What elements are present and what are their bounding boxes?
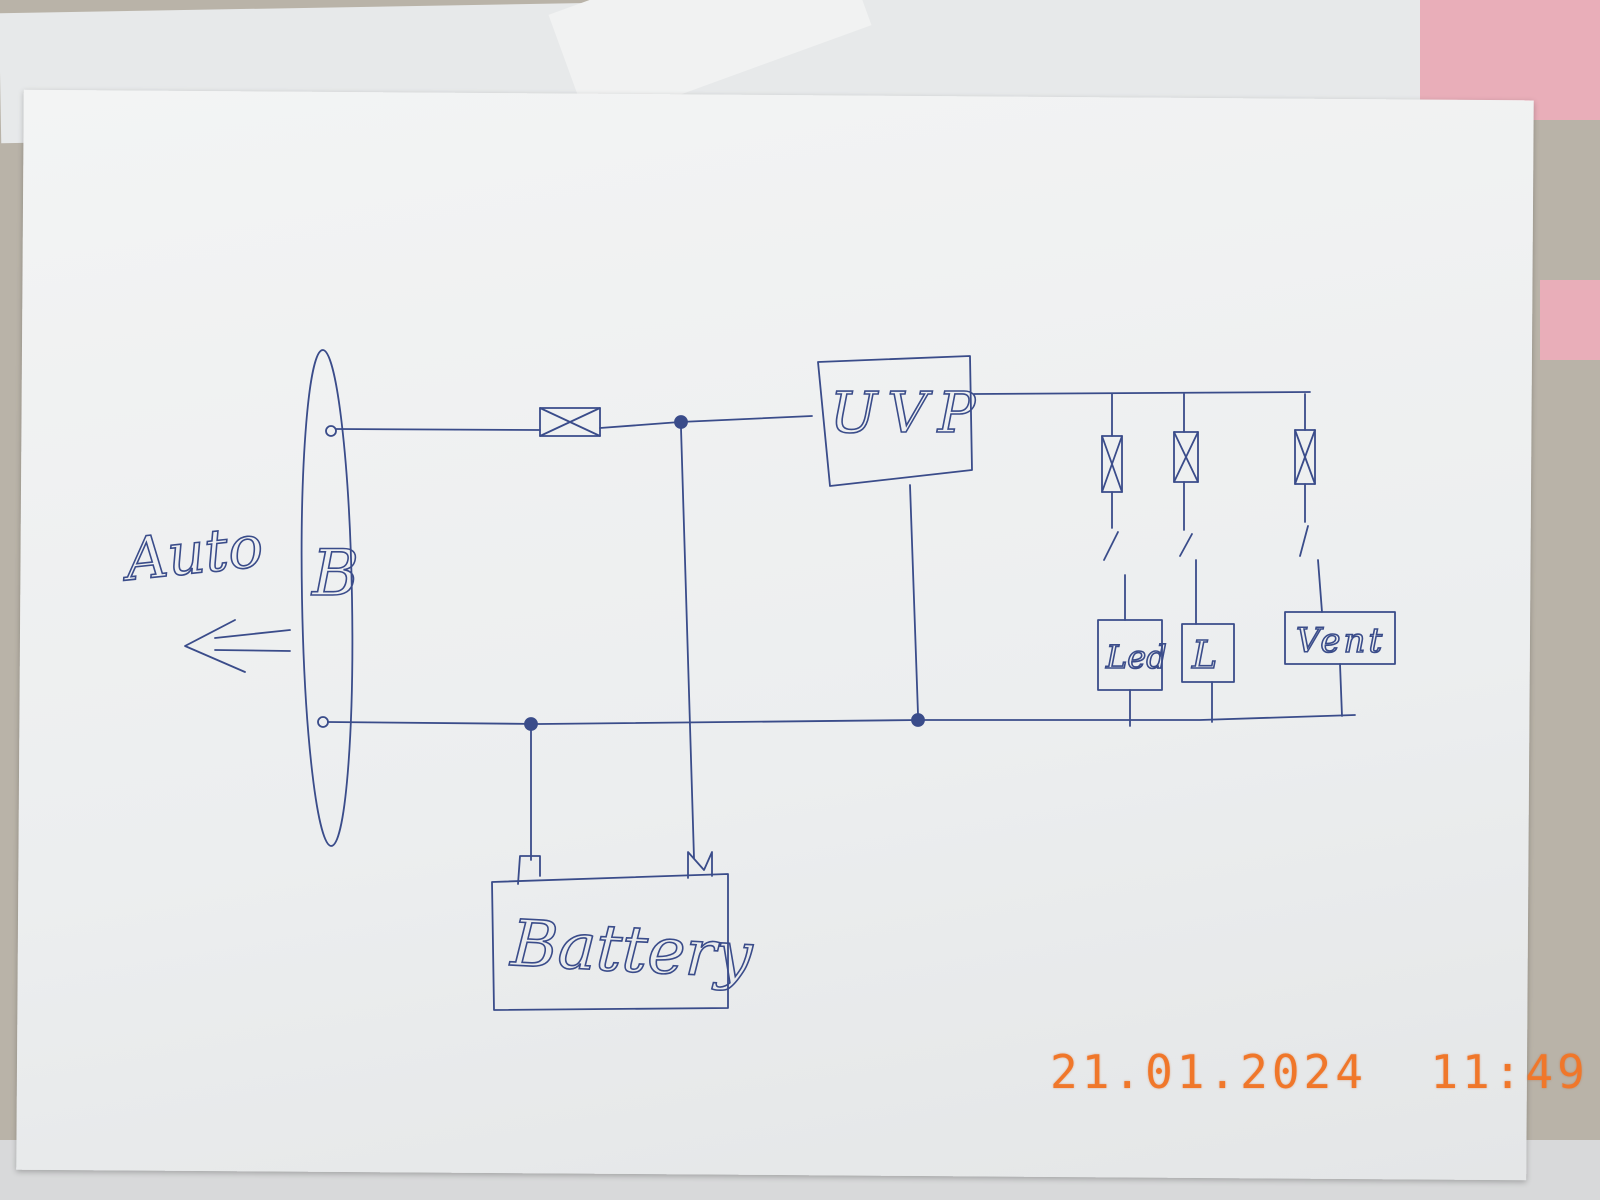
- wire-battery-plus: [680, 427, 695, 859]
- connector-ellipse: [300, 349, 354, 847]
- uvp-box: [817, 355, 973, 487]
- fuse-main: [539, 407, 601, 437]
- load-l-box: [1181, 623, 1235, 683]
- arrow-left-icon: [184, 619, 291, 673]
- battery-terminal-plus: [687, 851, 713, 879]
- junction-bottom-left: [524, 717, 538, 731]
- wire-uvp-ground: [909, 484, 919, 715]
- switch-led: [1103, 491, 1126, 621]
- label-vent: Vent: [1296, 621, 1385, 661]
- battery-terminal-minus: [517, 855, 541, 885]
- junction-bottom-mid: [911, 713, 925, 727]
- wire-uvp-out: [973, 391, 1311, 395]
- battery-box: [491, 873, 729, 1011]
- label-led: Led: [1105, 638, 1167, 676]
- connector-pin-bottom: [317, 716, 329, 728]
- label-uvp: UVP: [830, 381, 985, 446]
- label-battery: Battery: [508, 907, 755, 994]
- photo-timestamp: 21.01.2024 11:49: [1050, 1045, 1589, 1099]
- wire-bottom: [327, 714, 1356, 725]
- background-pink-fabric-side: [1540, 280, 1600, 360]
- label-l: L: [1191, 633, 1217, 677]
- fuse-l: [1173, 431, 1199, 483]
- label-connector: B: [311, 537, 359, 611]
- connector-pin-top: [325, 425, 337, 437]
- switch-vent: [1299, 483, 1323, 613]
- junction-top: [674, 415, 688, 429]
- label-auto: Auto: [117, 512, 266, 595]
- switch-l: [1179, 481, 1197, 625]
